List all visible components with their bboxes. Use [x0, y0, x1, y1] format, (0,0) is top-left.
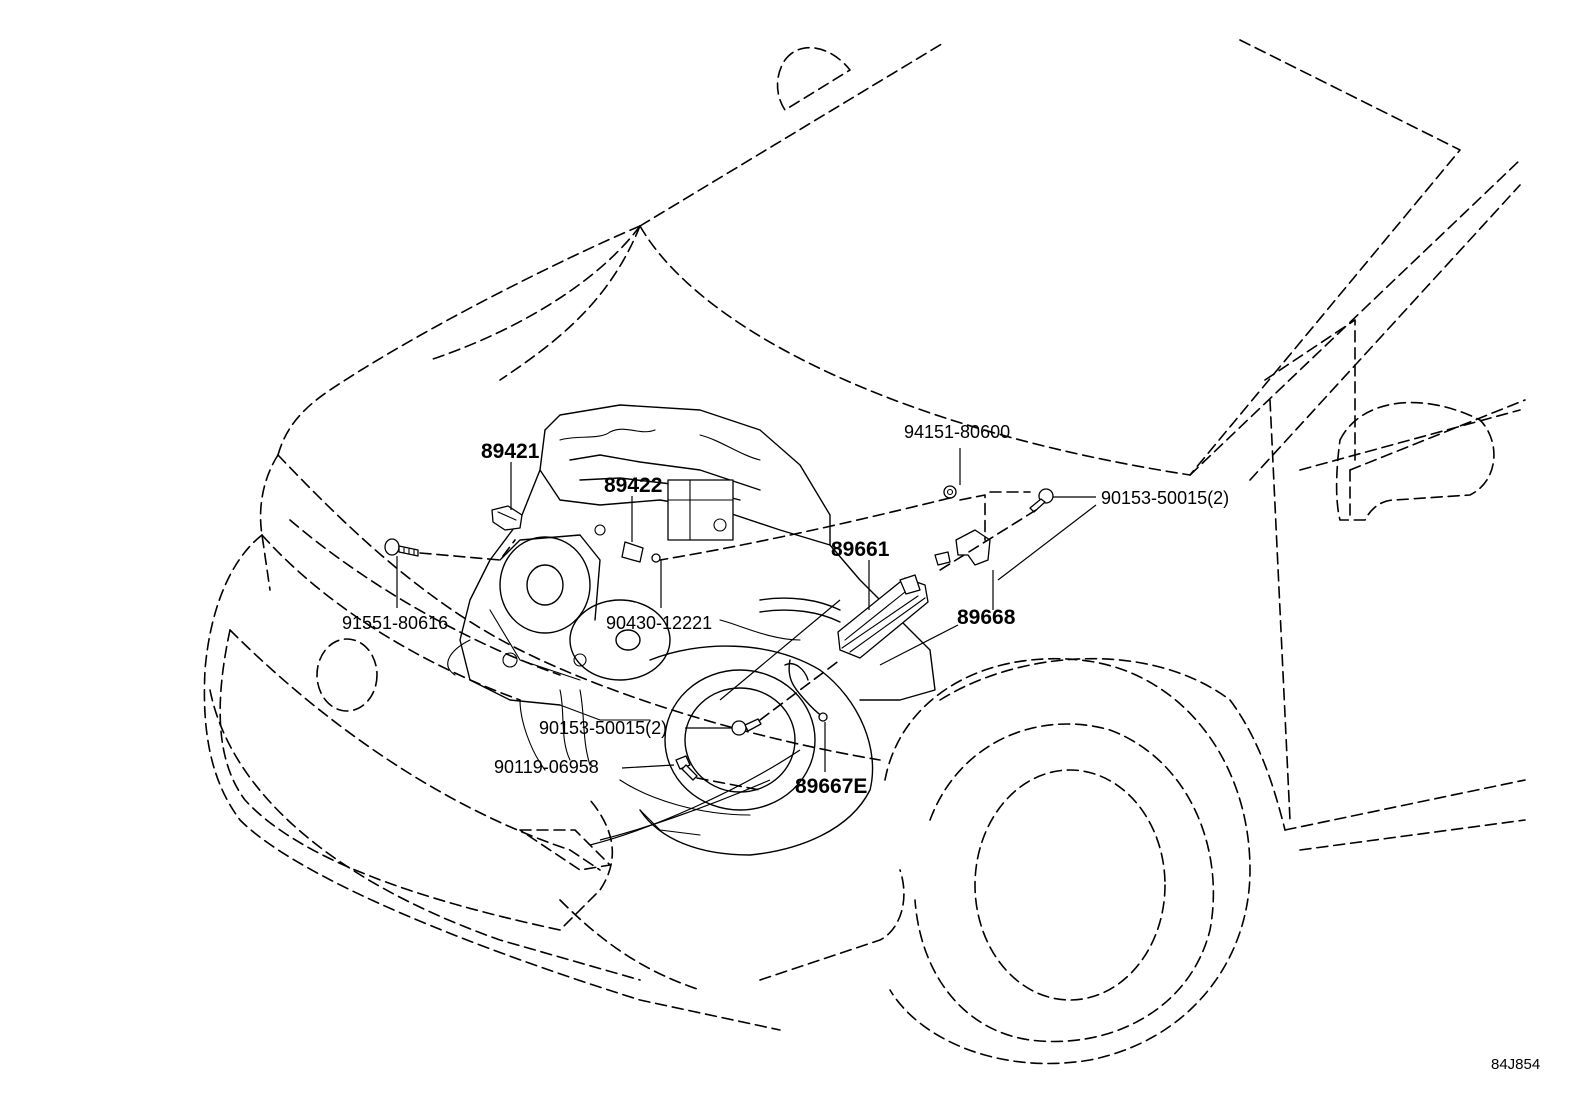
- label-89661: 89661: [831, 538, 890, 561]
- bracket-89668: [934, 529, 991, 566]
- leader-lines: [396, 448, 1097, 846]
- bolt-91551-80616: [384, 538, 419, 557]
- callout-labels: 89421 89422 91551-80616 90430-12221 9415…: [342, 422, 1540, 1073]
- bolt-90119-06958: [675, 755, 698, 781]
- bolt-90153-50015-right: [1029, 488, 1054, 513]
- label-91551-80616: 91551-80616: [342, 613, 448, 633]
- engine-assembly: [447, 404, 936, 856]
- vehicle-outline: [203, 39, 1526, 1065]
- harness-89667E: [784, 659, 828, 722]
- label-89421: 89421: [481, 440, 540, 463]
- sensor-89422: [621, 541, 661, 563]
- label-90153-50015-left: 90153-50015(2): [539, 718, 667, 738]
- label-89668: 89668: [957, 606, 1016, 629]
- nut-94151-80600: [943, 485, 957, 499]
- drawing-id: 84J854: [1491, 1056, 1540, 1073]
- label-89422: 89422: [604, 474, 662, 497]
- label-89667E: 89667E: [795, 775, 867, 798]
- parts: [384, 485, 1054, 781]
- label-90119-06958: 90119-06958: [494, 757, 599, 777]
- sensor-89421: [491, 505, 523, 531]
- bolt-90153-50015-left: [731, 718, 762, 736]
- label-90153-50015-right: 90153-50015(2): [1101, 488, 1229, 508]
- label-90430-12221: 90430-12221: [606, 613, 712, 633]
- ecu-89661: [837, 574, 929, 659]
- label-94151-80600: 94151-80600: [904, 422, 1010, 442]
